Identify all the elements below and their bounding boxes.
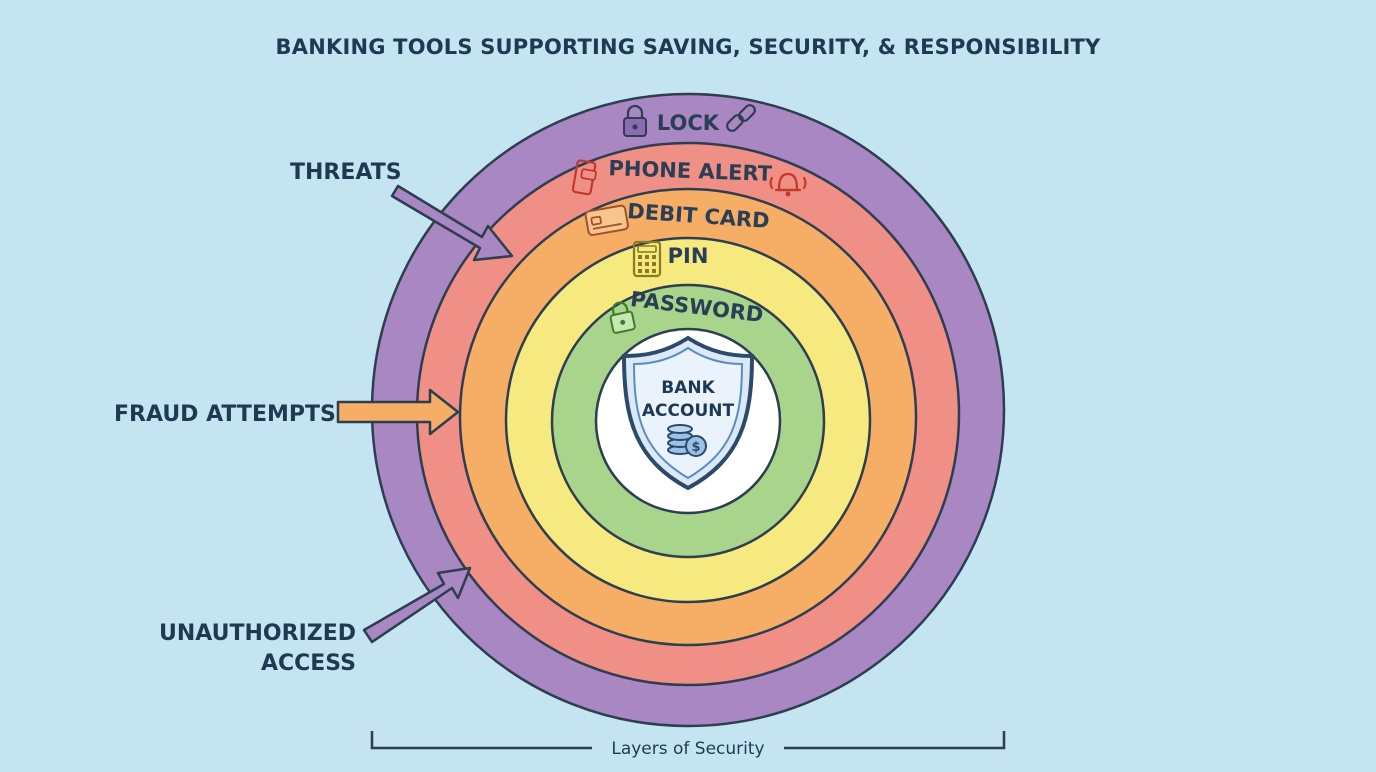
chain-link-icon [726, 104, 756, 132]
threat-label-threats: THREATS [290, 160, 402, 185]
shield-icon [621, 335, 755, 491]
fraud-attempts-arrow [336, 388, 460, 436]
layers-bracket [370, 731, 1006, 750]
padlock-icon [623, 104, 647, 137]
keypad-icon [632, 240, 662, 278]
credit-card-icon [584, 204, 629, 237]
smartphone-icon [571, 159, 597, 196]
layer-label-pin: PIN [668, 244, 709, 268]
center-label-line1: BANK [661, 378, 715, 398]
svg-text:$: $ [691, 440, 700, 455]
diagram-title: BANKING TOOLS SUPPORTING SAVING, SECURIT… [276, 35, 1102, 59]
threat-label-unauthorized-line2: ACCESS [261, 651, 356, 676]
threat-label-fraud-attempts: FRAUD ATTEMPTS [114, 402, 336, 427]
unauthorized-access-arrow [362, 566, 472, 644]
center-label-line2: ACCOUNT [642, 401, 735, 421]
layer-label-phone-alert: PHONE ALERT [608, 156, 773, 186]
coin-stack-icon: $ [667, 424, 707, 457]
layers-of-security-label: Layers of Security [611, 739, 764, 759]
padlock-icon [609, 301, 636, 334]
threat-label-unauthorized-line1: UNAUTHORIZED [159, 621, 356, 646]
layer-label-lock: LOCK [657, 111, 720, 135]
threats-arrow [390, 184, 514, 262]
bell-icon [769, 172, 807, 197]
